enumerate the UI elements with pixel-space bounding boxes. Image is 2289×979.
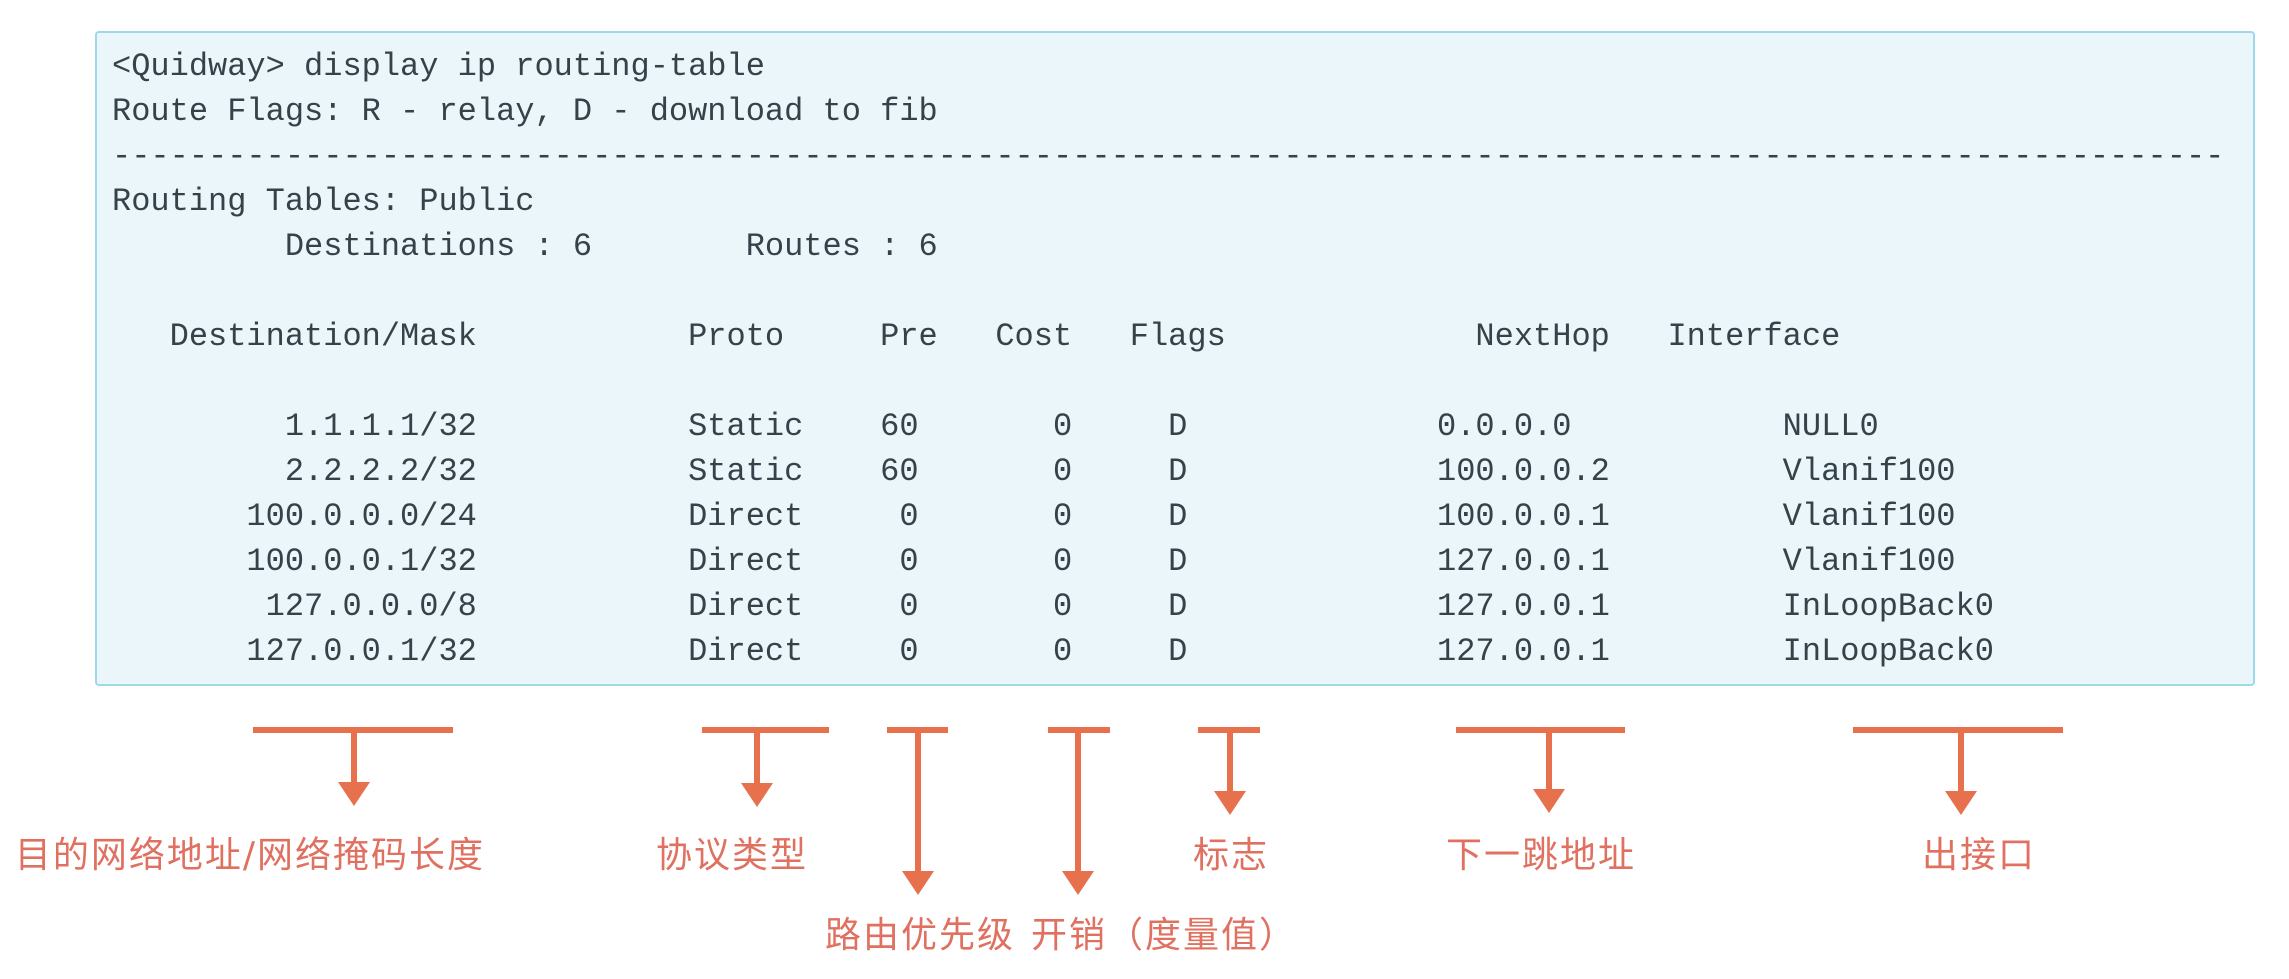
down-arrow-proto — [702, 727, 829, 807]
arrow-stem — [1958, 732, 1964, 795]
arrowhead-icon — [1214, 791, 1246, 815]
annotation-label-pre: 路由优先级 — [824, 915, 1016, 956]
down-arrow-destination-mask — [253, 727, 453, 806]
arrowhead-icon — [902, 871, 934, 895]
annotation-label-destination-mask: 目的网络地址/网络掩码长度 — [14, 835, 486, 876]
arrow-bar — [1456, 727, 1625, 733]
arrow-bar — [1048, 727, 1110, 733]
routing-table-output: <Quidway> display ip routing-table Route… — [112, 48, 2225, 670]
arrow-bar — [253, 727, 453, 733]
down-arrow-cost — [1048, 727, 1110, 895]
arrow-bar — [702, 727, 829, 733]
arrow-stem — [1227, 732, 1233, 795]
down-arrow-interface — [1853, 727, 2063, 815]
arrow-bar — [887, 727, 948, 733]
annotation-label-cost: 开销（度量值） — [1030, 915, 1298, 956]
arrow-bar — [1853, 727, 2063, 733]
arrow-stem — [754, 732, 760, 787]
arrow-stem — [1075, 732, 1081, 875]
annotation-label-nexthop: 下一跳地址 — [1445, 835, 1637, 876]
arrow-bar — [1198, 727, 1260, 733]
terminal-output-panel: <Quidway> display ip routing-table Route… — [95, 31, 2255, 686]
annotation-label-proto: 协议类型 — [655, 835, 809, 876]
annotation-label-interface: 出接口 — [1921, 835, 2037, 876]
arrow-stem — [1546, 732, 1552, 793]
arrow-stem — [351, 732, 357, 786]
arrowhead-icon — [1533, 789, 1565, 813]
down-arrow-nexthop — [1456, 727, 1625, 813]
down-arrow-flags — [1198, 727, 1260, 815]
arrow-stem — [915, 732, 921, 875]
arrowhead-icon — [741, 783, 773, 807]
arrowhead-icon — [338, 782, 370, 806]
down-arrow-pre — [887, 727, 948, 895]
arrowhead-icon — [1945, 791, 1977, 815]
arrowhead-icon — [1062, 871, 1094, 895]
annotation-label-flags: 标志 — [1192, 835, 1270, 876]
